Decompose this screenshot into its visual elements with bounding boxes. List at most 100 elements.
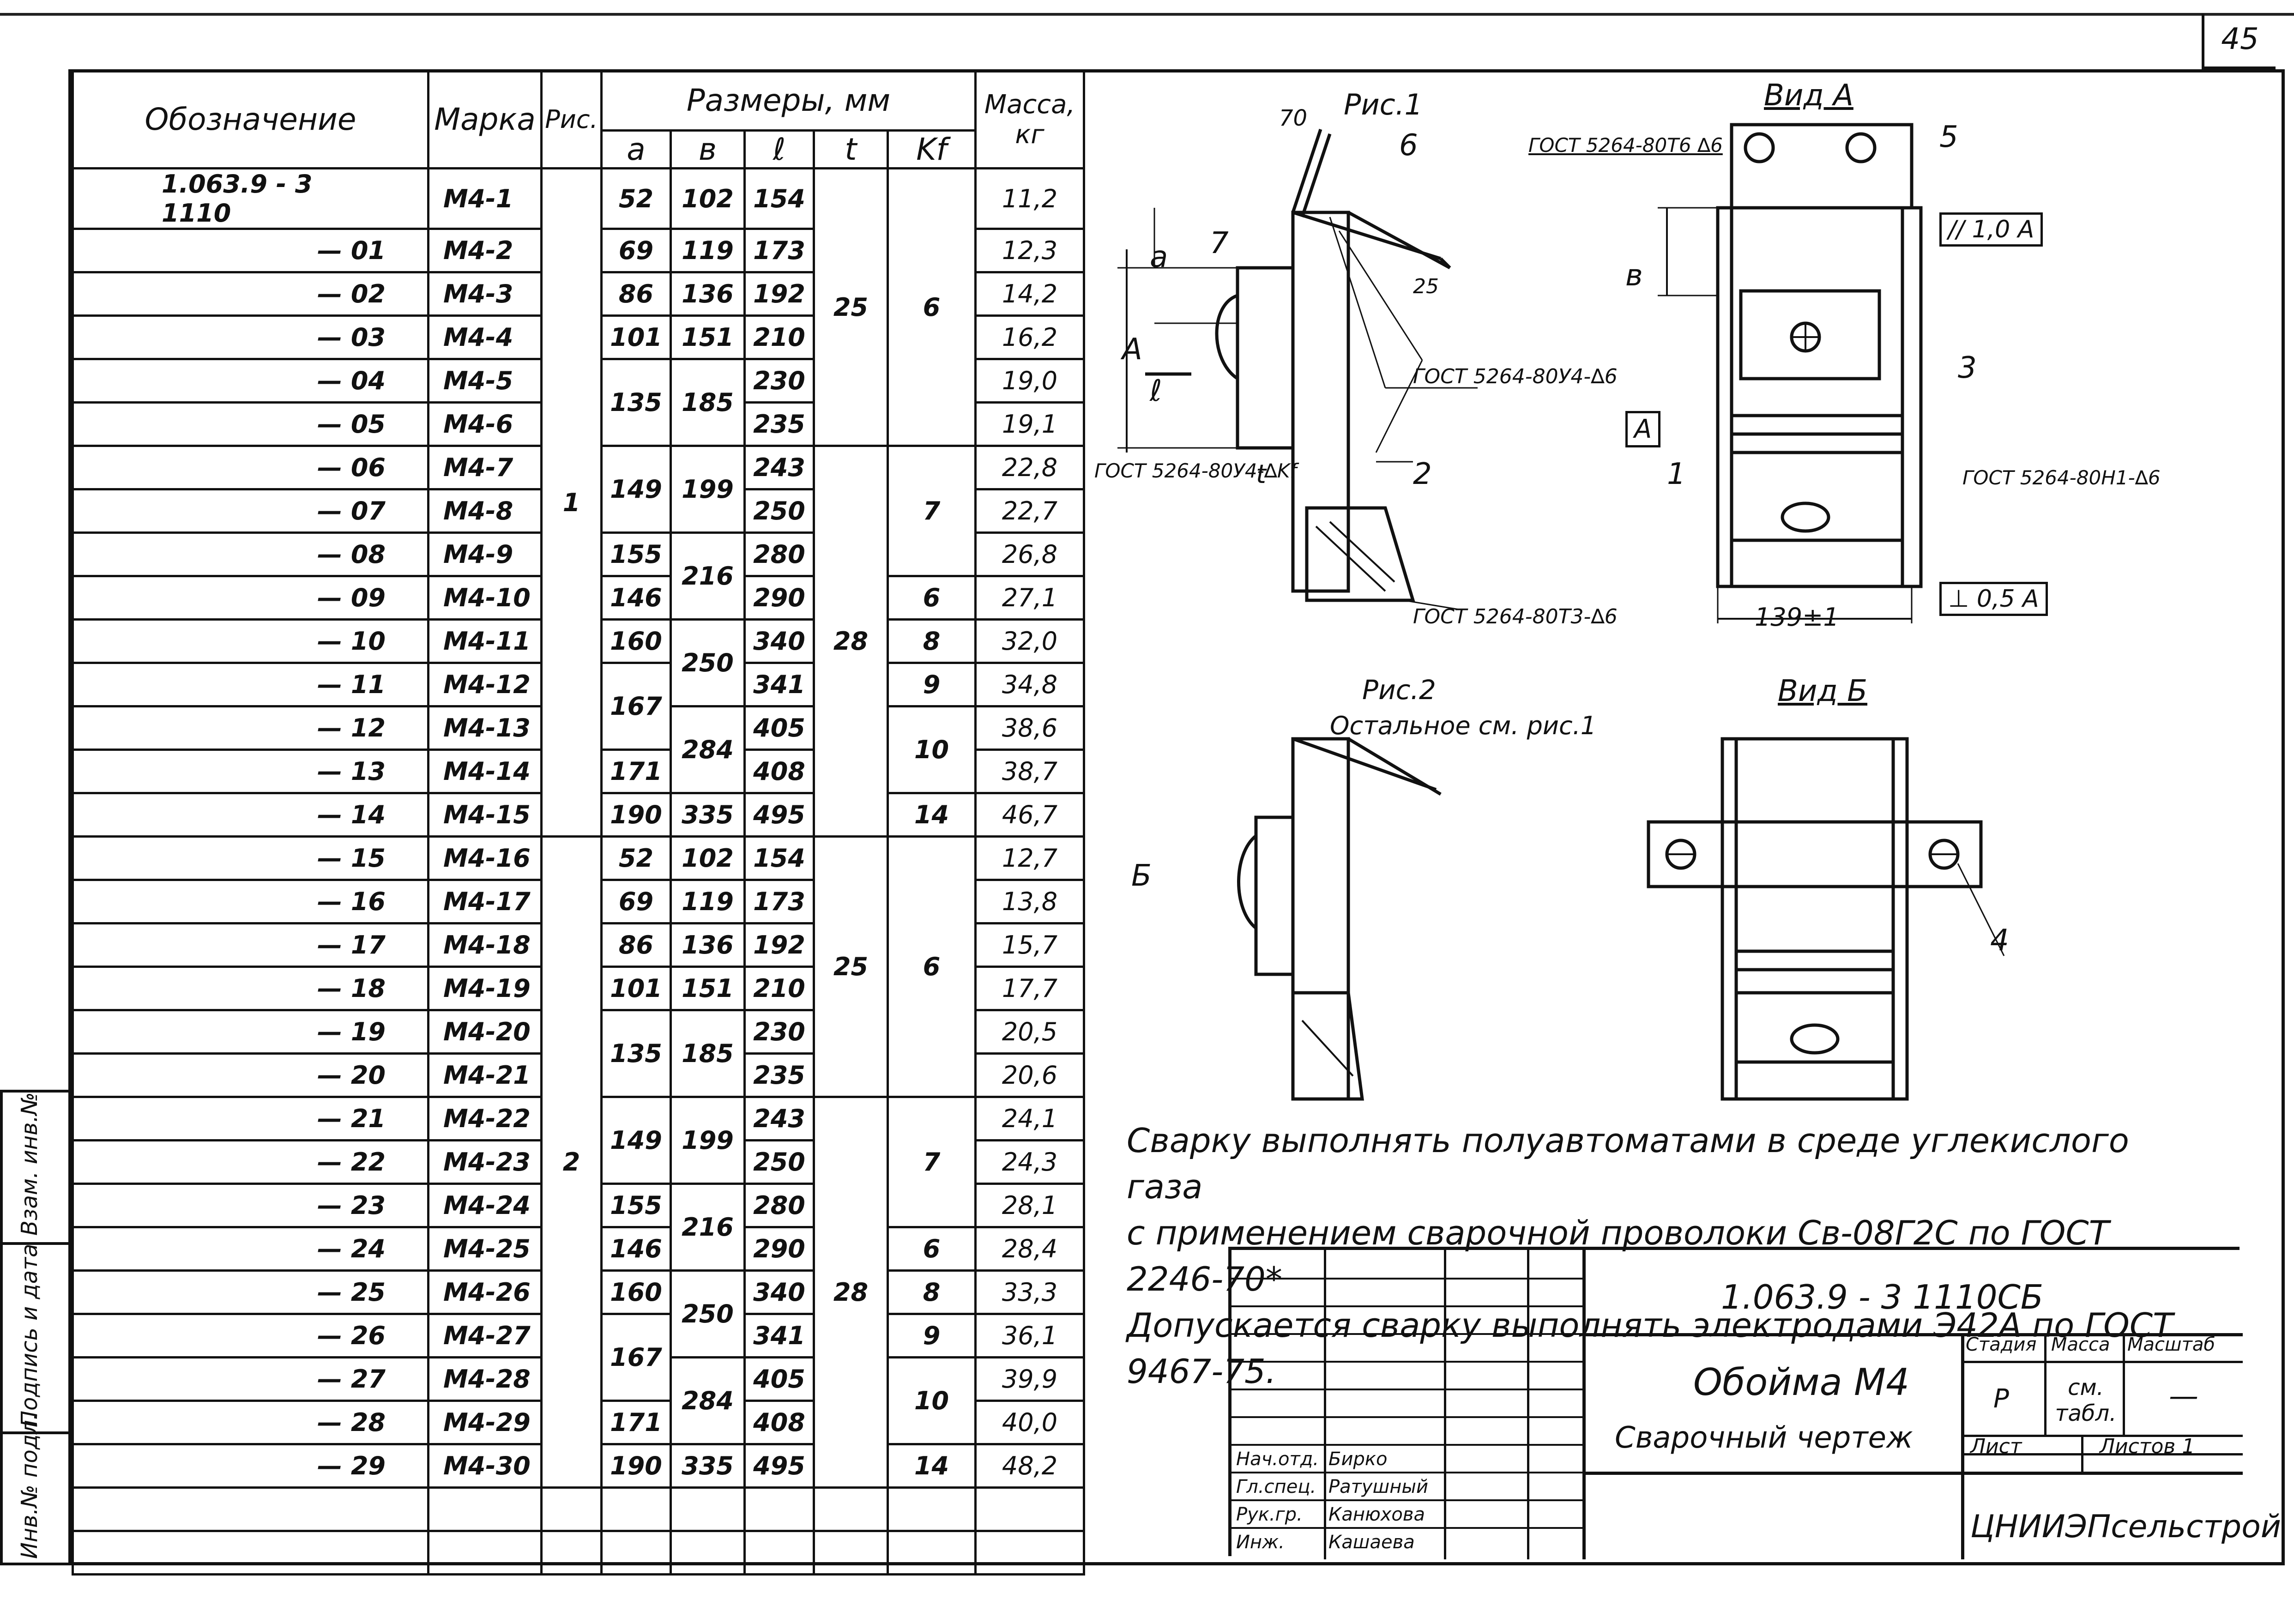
cell-a: 149 bbox=[600, 445, 672, 534]
cell-mark: М4-26 bbox=[427, 1269, 543, 1315]
cell-designation: — 26 bbox=[72, 1313, 429, 1358]
cell-designation: — 01 bbox=[72, 228, 429, 273]
cell-kf: 8 bbox=[886, 1269, 977, 1315]
cell-kf: 8 bbox=[886, 618, 977, 664]
cell-mass: 22,8 bbox=[974, 445, 1086, 490]
cell-mark: М4-3 bbox=[427, 271, 543, 317]
view-b-title: Вид Б bbox=[1778, 674, 1867, 708]
tb-organization: ЦНИИЭПсельстрой bbox=[1970, 1509, 2281, 1545]
cell-mark: М4-5 bbox=[427, 358, 543, 404]
cell-empty bbox=[540, 1486, 603, 1532]
cell-empty bbox=[72, 1530, 429, 1576]
cell-mass: 48,2 bbox=[974, 1443, 1086, 1489]
cell-l: 192 bbox=[743, 922, 815, 968]
tb-person: Канюхова bbox=[1328, 1504, 1425, 1525]
title-code: 1.063.9 - 3 1110СБ bbox=[1721, 1278, 2044, 1316]
cell-fig: 1 bbox=[540, 167, 603, 838]
cell-l: 280 bbox=[743, 1183, 815, 1228]
title-block: 1.063.9 - 3 1110СБ Обойма М4 Сварочный ч… bbox=[1228, 1247, 2281, 1559]
cell-mark: М4-22 bbox=[427, 1096, 543, 1141]
binding-strip: Взам. инв.№ Подпись и дата Инв.№ подл. bbox=[0, 1090, 69, 1565]
arrow-a-label: А bbox=[1122, 332, 1142, 367]
cell-mark: М4-21 bbox=[427, 1052, 543, 1098]
cell-b: 119 bbox=[670, 228, 746, 273]
cell-designation: — 16 bbox=[72, 879, 429, 924]
page-number-box: 45 bbox=[2202, 14, 2276, 69]
cell-mass: 17,7 bbox=[974, 966, 1086, 1011]
cell-mass: 46,7 bbox=[974, 792, 1086, 838]
cell-l: 210 bbox=[743, 966, 815, 1011]
fig2-note: Остальное см. рис.1 bbox=[1330, 711, 1597, 740]
weld-u4-label: ГОСТ 5264-80У4-∆6 bbox=[1413, 365, 1618, 388]
welding-notes: Сварку выполнять полуавтоматами в среде … bbox=[1127, 1117, 2189, 1395]
cell-mass: 27,1 bbox=[974, 575, 1086, 621]
cell-mass: 16,2 bbox=[974, 314, 1086, 360]
header-fig: Рис. bbox=[540, 69, 603, 169]
title-name: Обойма М4 bbox=[1693, 1361, 1909, 1404]
tol-parallel-frame: // 1,0 А bbox=[1939, 212, 2043, 247]
cell-a: 190 bbox=[600, 792, 672, 838]
cell-b: 199 bbox=[670, 445, 746, 534]
cell-designation: — 29 bbox=[72, 1443, 429, 1489]
cell-mass: 12,7 bbox=[974, 835, 1086, 881]
header-l: ℓ bbox=[743, 129, 815, 169]
weld-kf-label: ГОСТ 5264-80У4-∆Kf bbox=[1094, 459, 1297, 482]
cell-a: 86 bbox=[600, 922, 672, 968]
cell-mass: 36,1 bbox=[974, 1313, 1086, 1358]
header-dims: Размеры, мм bbox=[600, 69, 977, 132]
weld-t6-label: ГОСТ 5264-80Т6 ∆6 bbox=[1528, 134, 1723, 157]
cell-empty bbox=[886, 1530, 977, 1576]
cell-a: 69 bbox=[600, 879, 672, 924]
cell-a: 160 bbox=[600, 618, 672, 664]
tb-scale: — bbox=[2169, 1379, 2198, 1413]
dim-139-label: 139±1 bbox=[1755, 603, 1839, 632]
cell-kf: 6 bbox=[886, 575, 977, 621]
cell-b: 102 bbox=[670, 835, 746, 881]
pos-7-label: 7 bbox=[1210, 226, 1229, 260]
cell-mass: 39,9 bbox=[974, 1356, 1086, 1402]
cell-l: 405 bbox=[743, 1356, 815, 1402]
cell-mark: М4-27 bbox=[427, 1313, 543, 1358]
cell-kf: 9 bbox=[886, 662, 977, 707]
cell-designation: — 25 bbox=[72, 1269, 429, 1315]
cell-designation: — 14 bbox=[72, 792, 429, 838]
cell-mark: М4-16 bbox=[427, 835, 543, 881]
cell-mark: М4-19 bbox=[427, 966, 543, 1011]
cell-a: 101 bbox=[600, 314, 672, 360]
cell-a: 135 bbox=[600, 1009, 672, 1098]
cell-designation: — 19 bbox=[72, 1009, 429, 1055]
tb-sheets: Листов 1 bbox=[2100, 1435, 2195, 1458]
dim-25-label: 25 bbox=[1413, 275, 1439, 298]
cell-b: 119 bbox=[670, 879, 746, 924]
tb-person: Бирко bbox=[1328, 1449, 1388, 1470]
cell-l: 192 bbox=[743, 271, 815, 317]
cell-a: 155 bbox=[600, 1183, 672, 1228]
cell-l: 340 bbox=[743, 1269, 815, 1315]
weld-n1-label: ГОСТ 5264-80Н1-∆6 bbox=[1962, 466, 2161, 489]
cell-designation: — 21 bbox=[72, 1096, 429, 1141]
cell-a: 171 bbox=[600, 749, 672, 794]
cell-a: 167 bbox=[600, 662, 672, 751]
cell-l: 405 bbox=[743, 705, 815, 751]
cell-designation: — 23 bbox=[72, 1183, 429, 1228]
dim-t-label: t bbox=[1256, 459, 1266, 489]
cell-a: 135 bbox=[600, 358, 672, 447]
cell-a: 101 bbox=[600, 966, 672, 1011]
cell-kf: 10 bbox=[886, 1356, 977, 1445]
cell-l: 408 bbox=[743, 749, 815, 794]
cell-l: 341 bbox=[743, 1313, 815, 1358]
cell-mass: 19,1 bbox=[974, 401, 1086, 447]
cell-mark: М4-7 bbox=[427, 445, 543, 490]
cell-b: 284 bbox=[670, 1356, 746, 1445]
